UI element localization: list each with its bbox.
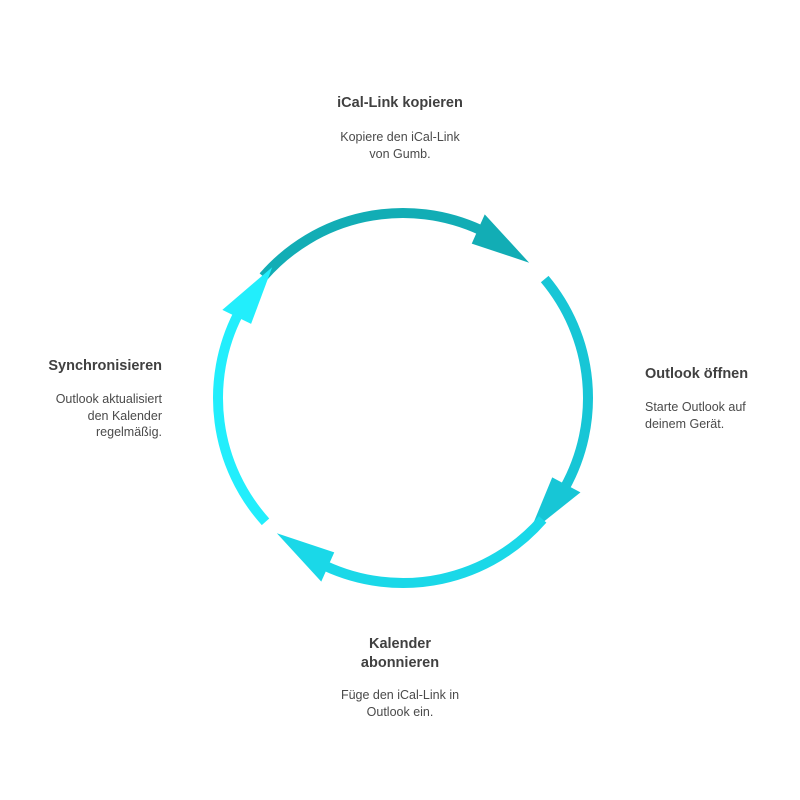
step-synchronize: Synchronisieren Outlook aktualisiert den…: [20, 357, 162, 441]
step-title: Outlook öffnen: [645, 366, 749, 382]
description-line: Outlook ein.: [366, 704, 434, 719]
arc-open-to-subscribe: [529, 275, 593, 534]
description-line: von Gumb.: [369, 146, 431, 161]
arc-line: [322, 516, 547, 588]
arc-sync-to-copy: [213, 267, 273, 526]
description-line: Outlook aktualisiert: [55, 392, 162, 406]
step-title: Kalender abonnieren: [300, 635, 500, 673]
description-line: Füge den iCal-Link in: [340, 688, 460, 702]
title-line: abonnieren: [360, 655, 440, 671]
step-title: iCal-Link kopieren: [337, 95, 463, 111]
description-line: den Kalender: [87, 408, 162, 423]
step-subscribe-calendar: Kalender abonnieren Füge den iCal-Link i…: [300, 635, 500, 720]
arrow-head-icon: [276, 533, 335, 582]
step-description: Outlook aktualisiert den Kalender regelm…: [20, 391, 162, 441]
arc-line: [540, 275, 593, 491]
arc-copy-to-open: [259, 208, 530, 280]
arrow-head-icon: [471, 214, 530, 263]
arrow-head-icon: [222, 267, 273, 324]
step-open-outlook: Outlook öffnen Starte Outlook auf deinem…: [645, 365, 785, 432]
description-line: regelmäßig.: [96, 425, 162, 439]
step-title: Synchronisieren: [48, 358, 162, 374]
step-description: Starte Outlook auf deinem Gerät.: [645, 399, 785, 432]
step-copy-ical-link: iCal-Link kopieren Kopiere den iCal-Link…: [300, 94, 500, 162]
description-line: Kopiere den iCal-Link: [340, 130, 460, 144]
arc-subscribe-to-sync: [276, 516, 547, 588]
arc-line: [213, 311, 270, 526]
title-line: Kalender: [368, 636, 432, 652]
step-description: Kopiere den iCal-Link von Gumb.: [300, 129, 500, 162]
description-line: Starte Outlook auf: [645, 400, 746, 414]
step-description: Füge den iCal-Link in Outlook ein.: [300, 687, 500, 720]
description-line: deinem Gerät.: [645, 416, 725, 431]
arc-line: [259, 208, 484, 280]
